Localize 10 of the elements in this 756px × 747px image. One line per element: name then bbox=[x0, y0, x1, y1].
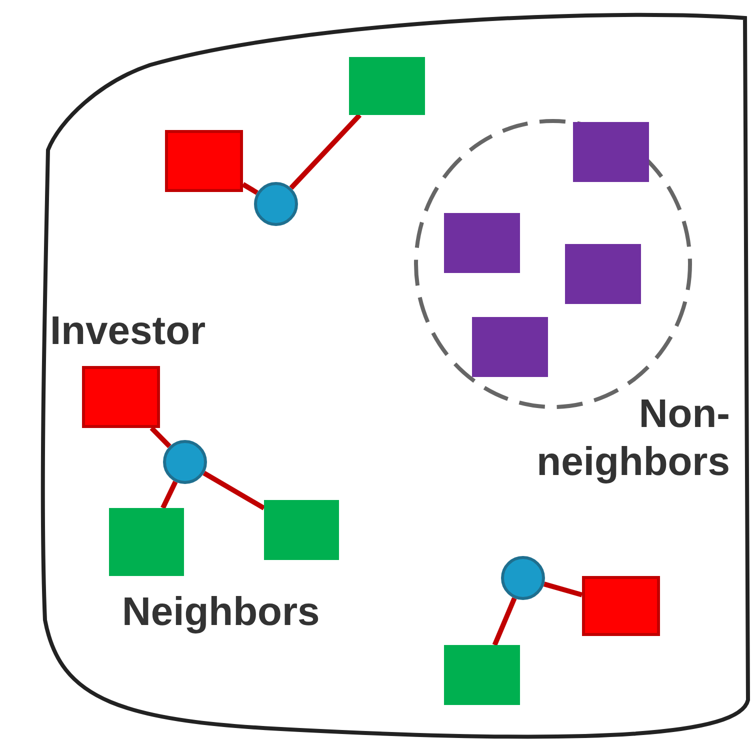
group-label: Non-neighbors bbox=[536, 391, 730, 486]
connector-line bbox=[543, 582, 583, 598]
connector-line bbox=[150, 426, 172, 448]
connector-line bbox=[242, 182, 258, 195]
connector-line bbox=[202, 470, 266, 510]
group-label: Investor bbox=[50, 308, 207, 355]
connector-line bbox=[492, 597, 517, 646]
connector-line bbox=[289, 113, 362, 190]
group-label: Neighbors bbox=[122, 589, 320, 636]
connector-line bbox=[160, 480, 178, 510]
